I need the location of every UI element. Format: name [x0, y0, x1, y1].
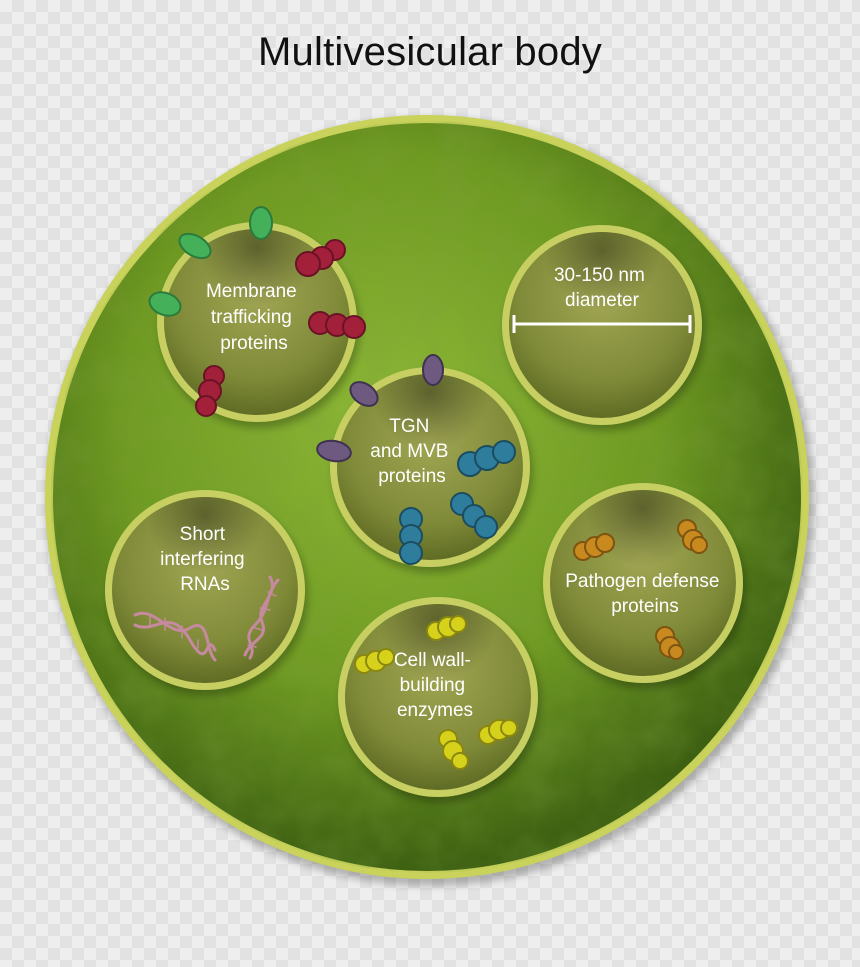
purple-protein-icon — [422, 354, 444, 386]
label-tgn-mvb: TGN and MVB proteins — [370, 416, 453, 487]
vesicle-sirna: Short interfering RNAs — [105, 490, 308, 696]
orange-protein-icon — [677, 519, 708, 554]
rna-helix-icon — [243, 575, 280, 660]
green-protein-icon — [148, 291, 182, 317]
red-protein-icon — [308, 311, 366, 339]
label-cell-wall: Cell wall- building enzymes — [394, 650, 476, 721]
vesicle-cell-wall: Cell wall- building enzymes — [338, 597, 541, 803]
label-membrane-trafficking: Membrane trafficking proteins — [206, 281, 302, 354]
blue-protein-icon — [450, 492, 498, 539]
vesicle-tgn-mvb: TGN and MVB proteins — [316, 354, 533, 573]
green-protein-icon — [178, 232, 212, 260]
purple-protein-icon — [316, 439, 352, 463]
page-title: Multivesicular body — [258, 30, 602, 74]
vesicle-size-scale: 30-150 nm diameter — [502, 225, 705, 431]
yellow-protein-icon — [438, 729, 469, 770]
red-protein-icon — [295, 239, 346, 277]
yellow-protein-icon — [354, 648, 395, 674]
label-pathogen-defense: Pathogen defense proteins — [565, 571, 725, 617]
rna-helix-icon — [133, 611, 217, 662]
purple-protein-icon — [349, 381, 379, 407]
blue-protein-icon — [457, 440, 516, 477]
orange-protein-icon — [573, 533, 615, 561]
yellow-protein-icon — [426, 615, 467, 641]
vesicle-pathogen-defense: Pathogen defense proteins — [543, 483, 746, 689]
green-protein-icon — [249, 206, 273, 240]
label-sirna: Short interfering RNAs — [160, 524, 250, 595]
orange-protein-icon — [655, 626, 684, 660]
vesicle-membrane-trafficking: Membrane trafficking proteins — [148, 206, 366, 428]
yellow-protein-icon — [478, 719, 518, 745]
label-diameter: 30-150 nm diameter — [554, 265, 650, 311]
blue-protein-icon — [399, 507, 423, 565]
red-protein-icon — [195, 365, 225, 417]
diameter-scale-bar — [512, 315, 692, 333]
